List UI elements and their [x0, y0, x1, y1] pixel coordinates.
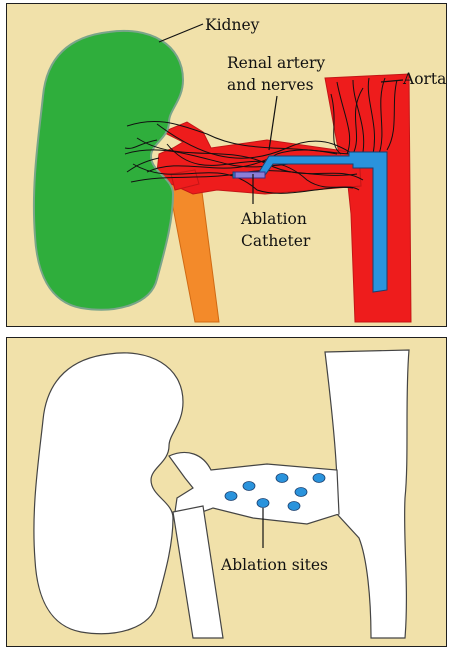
bottom-diagram-panel: Ablation sites	[6, 337, 447, 647]
ablation-site	[225, 492, 237, 501]
catheter-label-line1: Ablation	[240, 210, 307, 228]
renal-vein-outline	[173, 506, 223, 638]
top-diagram-panel: Kidney Renal artery and nerves Aorta Abl…	[6, 3, 447, 327]
ablation-sites-diagram: Ablation sites	[7, 338, 448, 648]
ablation-site	[276, 474, 288, 483]
kidney-outline	[34, 353, 183, 634]
aorta	[325, 74, 411, 322]
kidney-leader	[159, 24, 203, 42]
ablation-site	[313, 474, 325, 483]
ablation-site	[257, 499, 269, 508]
ablation-sites-label: Ablation sites	[220, 556, 328, 574]
aorta-label: Aorta	[402, 70, 446, 88]
ablation-site	[288, 502, 300, 511]
catheter-tip	[235, 172, 265, 178]
kidney-label: Kidney	[205, 16, 260, 34]
renal-artery-label-line1: Renal artery	[227, 54, 325, 72]
renal-artery-label-line2: and nerves	[227, 76, 314, 94]
ablation-site	[295, 488, 307, 497]
catheter-label-line2: Catheter	[241, 232, 311, 250]
ablation-site	[243, 482, 255, 491]
renal-anatomy-diagram: Kidney Renal artery and nerves Aorta Abl…	[7, 4, 448, 328]
